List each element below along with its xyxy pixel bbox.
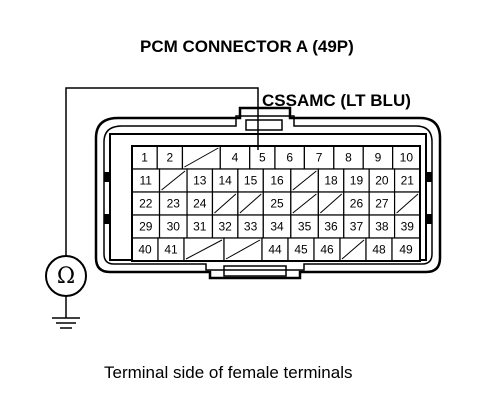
blank-terminal-slash xyxy=(341,239,365,260)
terminal-label: 20 xyxy=(375,174,389,188)
terminal-label: 38 xyxy=(375,220,389,234)
blank-terminal-slash xyxy=(292,193,317,214)
caption: Terminal side of female terminals xyxy=(104,363,352,382)
terminal-label: 39 xyxy=(401,220,415,234)
terminal-label: 29 xyxy=(139,220,153,234)
blank-terminal-slash xyxy=(184,147,219,168)
ohmmeter-icon: Ω xyxy=(45,255,87,297)
terminal-label: 44 xyxy=(268,243,282,257)
terminal-label: 37 xyxy=(350,220,364,234)
terminal-label: 49 xyxy=(399,243,413,257)
terminal-label: 48 xyxy=(372,243,386,257)
terminal-label: 18 xyxy=(324,174,338,188)
wire-label: CSSAMC (LT BLU) xyxy=(262,91,411,110)
terminal-label: 31 xyxy=(193,220,207,234)
housing-latches xyxy=(104,172,432,224)
terminal-label: 27 xyxy=(375,197,389,211)
terminal-label: 8 xyxy=(345,151,352,165)
diagram-title: PCM CONNECTOR A (49P) xyxy=(140,37,354,56)
pin-grid-border xyxy=(131,145,421,262)
terminal-label: 45 xyxy=(294,243,308,257)
terminal-label: 2 xyxy=(166,151,173,165)
terminal-label: 21 xyxy=(401,174,415,188)
terminal-label: 19 xyxy=(350,174,364,188)
blank-terminal-slash xyxy=(225,239,261,260)
terminal-label: 11 xyxy=(140,174,153,188)
terminal-label: 46 xyxy=(320,243,334,257)
terminal-label: 9 xyxy=(375,151,382,165)
terminal-label: 13 xyxy=(193,174,207,188)
blank-terminal-slash xyxy=(396,193,419,214)
ground-icon xyxy=(52,296,80,329)
terminal-label: 41 xyxy=(164,243,178,257)
terminal-label: 32 xyxy=(218,220,232,234)
terminal-label: 40 xyxy=(138,243,152,257)
terminal-label: 23 xyxy=(167,197,181,211)
terminal-label: 33 xyxy=(244,220,258,234)
terminal-label: 1 xyxy=(141,151,148,165)
terminal-label: 14 xyxy=(218,174,232,188)
terminal-label: 7 xyxy=(316,151,323,165)
terminal-label: 4 xyxy=(232,151,239,165)
terminal-label: 5 xyxy=(259,151,266,165)
terminal-label: 10 xyxy=(400,151,414,165)
terminal-label: 6 xyxy=(286,151,293,165)
ohm-symbol: Ω xyxy=(57,264,75,289)
blank-terminal-slash xyxy=(320,193,343,214)
blank-terminal-slash xyxy=(214,193,237,214)
terminal-label: 24 xyxy=(193,197,207,211)
terminal-label: 26 xyxy=(350,197,364,211)
blank-terminal-slash xyxy=(185,239,223,260)
test-lead xyxy=(65,87,259,258)
terminal-label: 25 xyxy=(270,197,284,211)
blank-terminal-slash xyxy=(292,170,317,191)
terminal-label: 15 xyxy=(244,174,258,188)
terminal-label: 22 xyxy=(139,197,153,211)
terminal-label: 36 xyxy=(324,220,338,234)
terminal-label: 34 xyxy=(270,220,284,234)
terminal-label: 30 xyxy=(167,220,181,234)
blank-terminal-slash xyxy=(239,193,262,214)
terminal-label: 35 xyxy=(298,220,312,234)
connector-housing xyxy=(94,106,442,280)
terminal-label: 16 xyxy=(270,174,284,188)
blank-terminal-slash xyxy=(161,170,186,191)
